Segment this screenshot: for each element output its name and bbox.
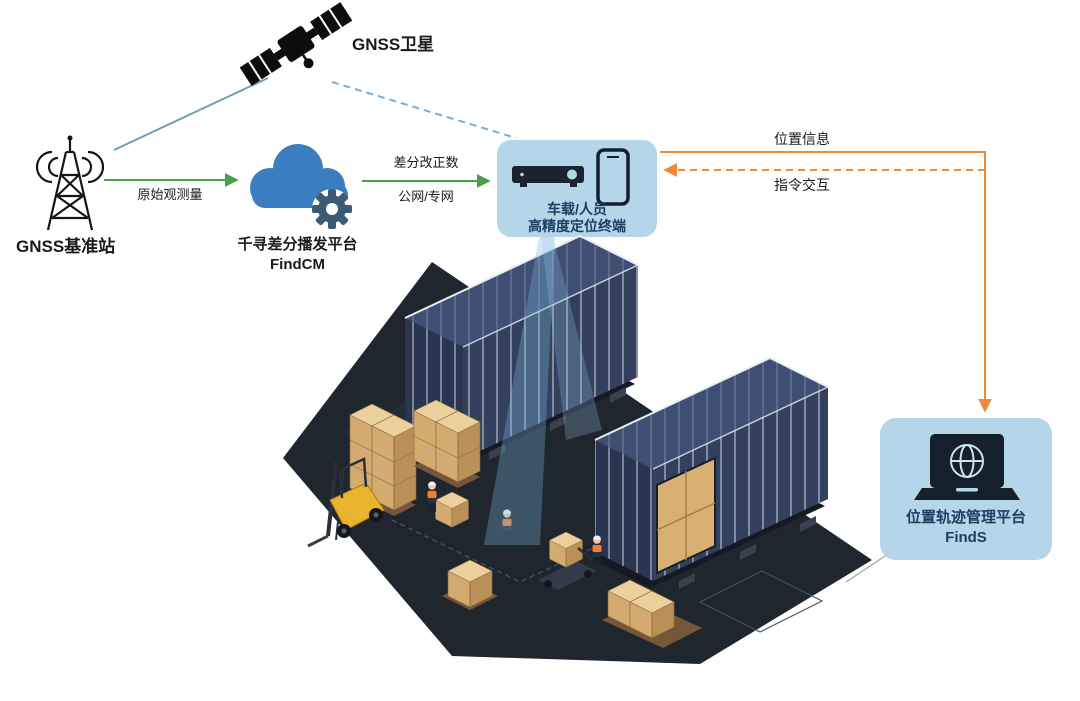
pallet-jack-icon: [538, 531, 596, 590]
raw-observation-label: 原始观测量: [137, 187, 203, 202]
cloud-icon: [250, 144, 352, 229]
cloud-platform-label: 千寻差分播发平台: [237, 236, 358, 253]
mgmt-platform-label: 位置轨迹管理平台: [905, 509, 1026, 526]
terminal-label-line1: 车载/人员: [547, 201, 607, 217]
warehouse-scene: [283, 234, 872, 664]
command-interaction-label: 指令交互: [774, 177, 830, 193]
satellite-icon: [239, 2, 353, 86]
receiver-box-icon: [512, 166, 584, 187]
terminal-panel: [497, 140, 657, 237]
cloud-platform-name: FindCM: [270, 256, 325, 273]
link-satellite-to-terminal: [331, 81, 517, 139]
base-station-label: GNSS基准站: [16, 237, 116, 256]
terminal-label-line2: 高精度定位终端: [528, 218, 626, 234]
finds-panel: [880, 418, 1052, 560]
link-satellite-to-base: [113, 77, 269, 151]
mgmt-platform-name: FindS: [945, 529, 987, 546]
smartphone-icon: [596, 148, 630, 206]
container-door-cargo: [656, 456, 716, 575]
position-info-label: 位置信息: [774, 131, 830, 147]
network-label: 公网/专网: [398, 189, 454, 204]
corrections-label: 差分改正数: [393, 155, 459, 170]
positioning-beam: [484, 237, 602, 545]
radio-tower-icon: [35, 135, 105, 231]
gear-icon: [312, 189, 352, 229]
forklift-icon: [307, 457, 385, 548]
callout-line-finds: [845, 551, 892, 583]
shipping-container-2: [592, 356, 829, 589]
arrow-position-info: [660, 151, 992, 413]
satellite-label: GNSS卫星: [352, 35, 435, 54]
laptop-globe-icon: [914, 434, 1020, 500]
